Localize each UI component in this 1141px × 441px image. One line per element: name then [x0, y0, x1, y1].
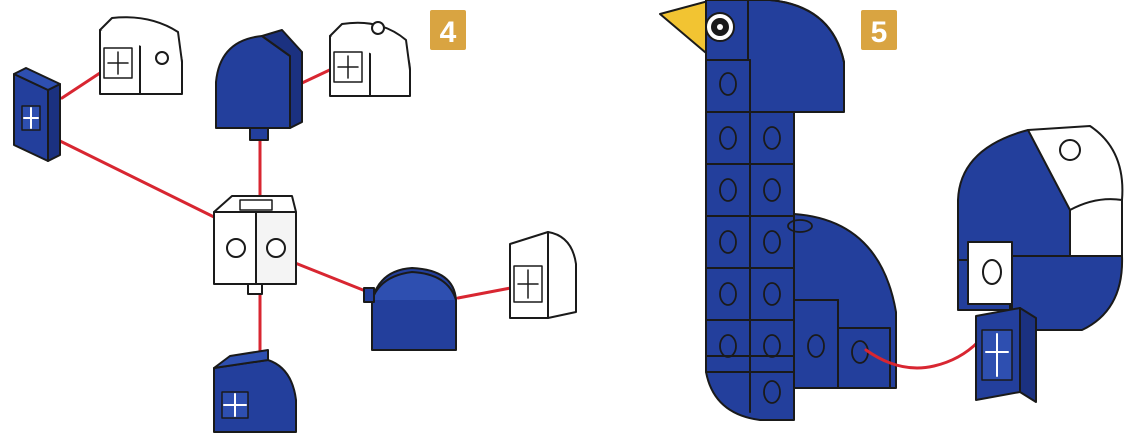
- blue-quarter-block-upper: [215, 29, 303, 141]
- step-4-number: 4: [440, 16, 457, 49]
- bird-figure: [659, 0, 897, 421]
- hub-cube: [213, 195, 297, 295]
- step-5-panel: 5: [659, 0, 1124, 421]
- step-4-panel: 4: [13, 10, 577, 433]
- step-5-badge: [861, 10, 897, 50]
- blue-quarter-block-lower: [213, 349, 297, 433]
- white-quarter-block-far-right: [509, 231, 577, 319]
- red-connection-line-step-5: [864, 340, 980, 370]
- white-quarter-block-upper-right: [329, 21, 411, 97]
- step-5-number: 5: [871, 16, 888, 49]
- detached-assembly: [957, 125, 1124, 403]
- white-quarter-block-top: [99, 16, 183, 95]
- step-4-badge: [430, 10, 466, 50]
- blue-square-block-left: [13, 67, 61, 162]
- blue-quarter-block-right: [363, 267, 457, 351]
